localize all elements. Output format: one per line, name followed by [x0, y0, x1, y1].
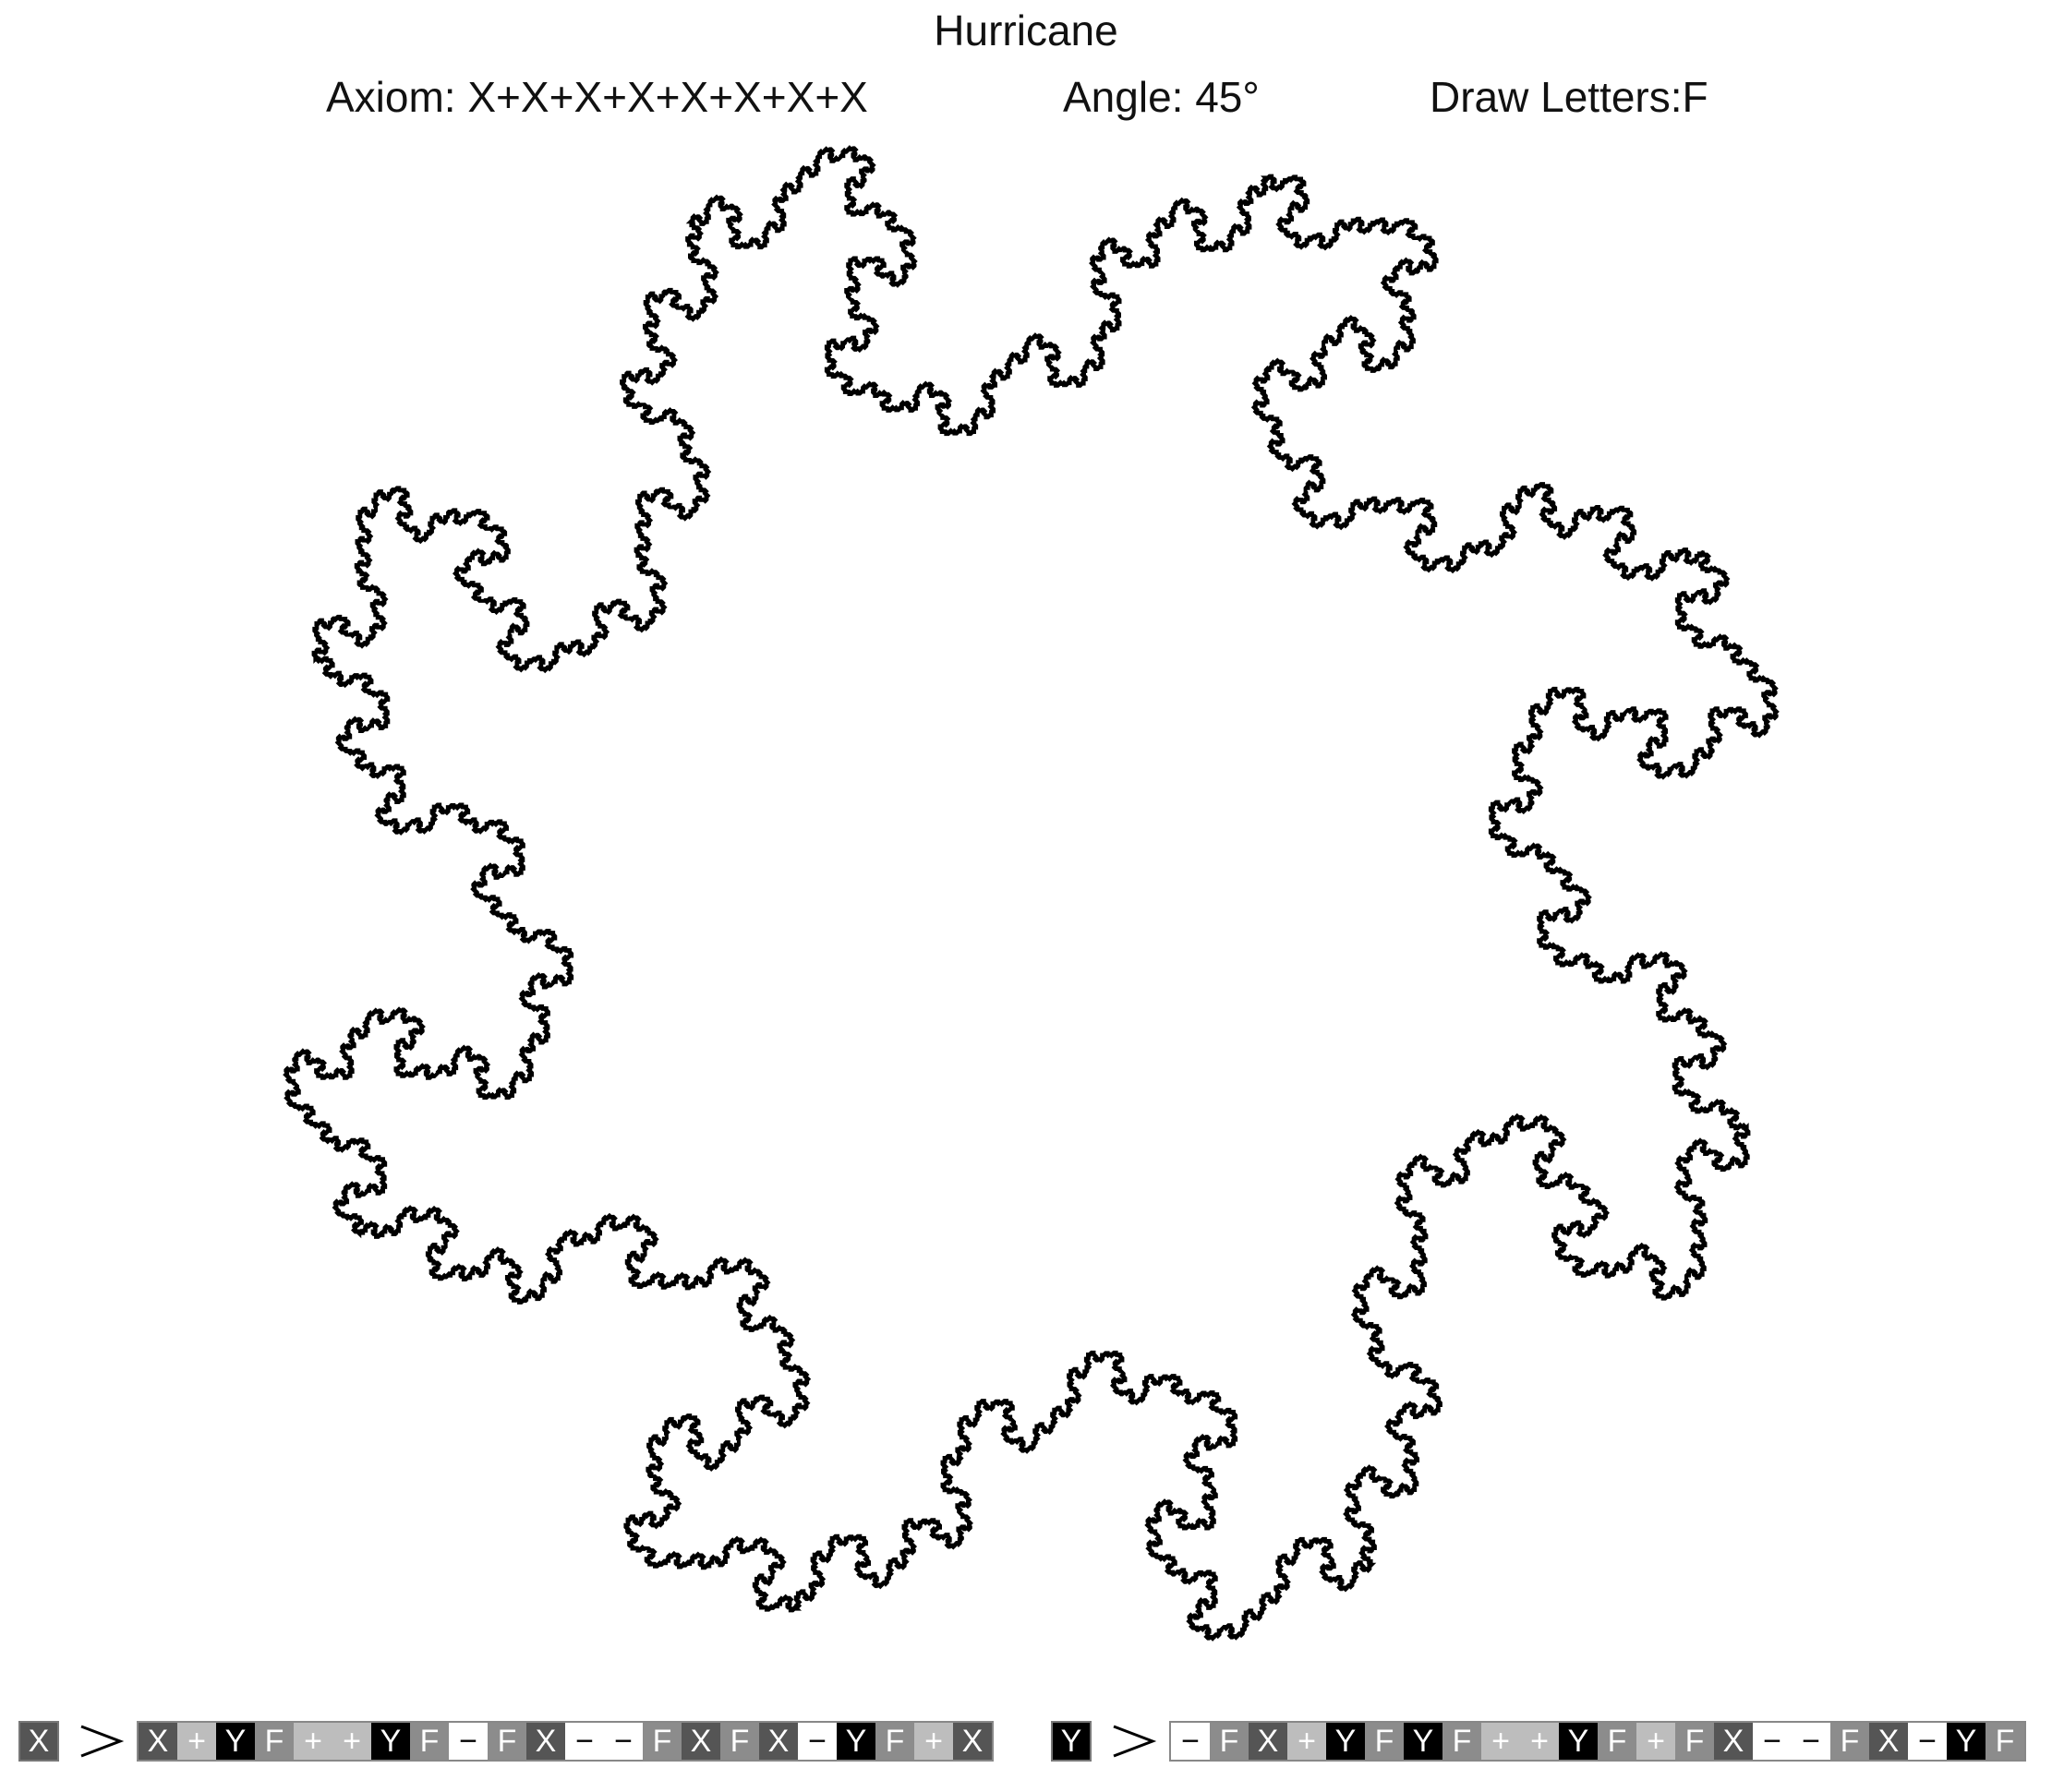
rule-symbol-x: X: [1249, 1723, 1287, 1760]
rule-symbol-plus: +: [1287, 1723, 1326, 1760]
rule-symbol-plus: +: [332, 1723, 371, 1760]
rule-symbol-plus: +: [294, 1723, 332, 1760]
arrow-right-icon: [1113, 1725, 1157, 1758]
rule-symbol-y: Y: [371, 1723, 410, 1760]
rule-symbol-x: X: [759, 1723, 798, 1760]
rule-symbol-f: F: [1830, 1723, 1869, 1760]
rule-symbol-x: X: [1869, 1723, 1908, 1760]
rule-symbol-y: Y: [1947, 1723, 1986, 1760]
rule-symbol-y: Y: [837, 1723, 875, 1760]
rule-symbol-f: F: [643, 1723, 682, 1760]
rule-symbol-f: F: [1986, 1723, 2024, 1760]
rule-symbol-f: F: [255, 1723, 294, 1760]
rule-symbol-f: F: [1598, 1723, 1636, 1760]
rule-symbol-minus: −: [565, 1723, 604, 1760]
rule-symbol-plus: +: [1520, 1723, 1559, 1760]
rule-symbol-x: X: [139, 1723, 177, 1760]
rule-symbol-minus: −: [449, 1723, 488, 1760]
draw-letters-label: Draw Letters:F: [1430, 73, 1708, 121]
rule-symbol-plus: +: [177, 1723, 216, 1760]
rule-symbol-plus: +: [914, 1723, 953, 1760]
rule-symbol-f: F: [1442, 1723, 1481, 1760]
axiom-label: Axiom: X+X+X+X+X+X+X+X: [326, 73, 868, 121]
rule-symbol-f: F: [1365, 1723, 1404, 1760]
rule-symbol-minus: −: [1753, 1723, 1792, 1760]
figure-title: Hurricane: [934, 6, 1118, 54]
rule-symbol-y: Y: [1326, 1723, 1365, 1760]
rule-y-head: Y: [1051, 1721, 1092, 1762]
arrow-right-icon: [80, 1725, 125, 1758]
rule-symbol-minus: −: [1171, 1723, 1210, 1760]
rule-symbol-y: Y: [1404, 1723, 1442, 1760]
rule-symbol-f: F: [1210, 1723, 1249, 1760]
rule-x-head: X: [18, 1721, 59, 1762]
rule-symbol-x: X: [526, 1723, 565, 1760]
rule-symbol-minus: −: [1908, 1723, 1947, 1760]
rule-symbol-f: F: [720, 1723, 759, 1760]
rule-symbol-f: F: [1675, 1723, 1714, 1760]
rule-symbol-x: X: [1714, 1723, 1753, 1760]
rule-symbol-f: F: [488, 1723, 526, 1760]
rule-symbol-f: F: [875, 1723, 914, 1760]
rule-symbol-plus: +: [1636, 1723, 1675, 1760]
rule-symbol-minus: −: [798, 1723, 837, 1760]
rule-symbol-minus: −: [604, 1723, 643, 1760]
rule-symbol-f: F: [410, 1723, 449, 1760]
rule-symbol-y: Y: [1559, 1723, 1598, 1760]
rule-symbol-y: Y: [216, 1723, 255, 1760]
angle-label: Angle: 45°: [1063, 73, 1260, 121]
rule-symbol-minus: −: [1792, 1723, 1830, 1760]
fractal-curve: [283, 145, 1780, 1642]
rule-symbol-x: X: [953, 1723, 992, 1760]
rule-symbol-plus: +: [1481, 1723, 1520, 1760]
rule-symbol-x: X: [682, 1723, 720, 1760]
